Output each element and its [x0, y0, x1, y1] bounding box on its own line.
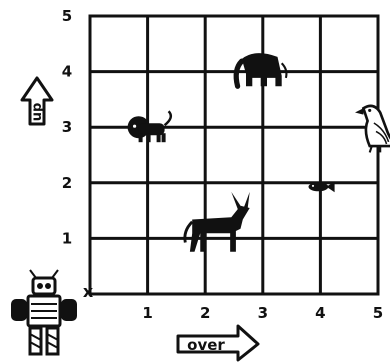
animal-markers — [128, 53, 390, 252]
y-tick-label: 3 — [62, 118, 72, 136]
over-arrow: over — [178, 326, 258, 360]
y-tick-label: 5 — [62, 7, 72, 25]
x-tick-label: 2 — [200, 304, 210, 322]
x-tick-label: 4 — [315, 304, 325, 322]
up-arrow: up — [22, 78, 52, 124]
x-tick-label: 3 — [258, 304, 268, 322]
y-tick-label: 2 — [62, 174, 72, 192]
over-label: over — [187, 336, 225, 354]
x-tick-label: 1 — [142, 304, 152, 322]
x-tick-label: 5 — [373, 304, 383, 322]
grid-lines — [90, 16, 378, 294]
origin-label: x — [83, 282, 94, 301]
elephant-icon — [236, 53, 286, 86]
y-tick-label: 4 — [62, 63, 72, 81]
donkey-icon — [185, 192, 250, 252]
robot-figure — [12, 270, 76, 354]
y-axis-ticks: 1 2 3 4 5 — [62, 7, 72, 247]
eagle-icon — [355, 106, 390, 152]
x-axis-ticks: 1 2 3 4 5 — [142, 304, 383, 322]
up-label: up — [30, 103, 45, 122]
lion-icon — [128, 111, 171, 142]
y-tick-label: 1 — [62, 229, 72, 247]
